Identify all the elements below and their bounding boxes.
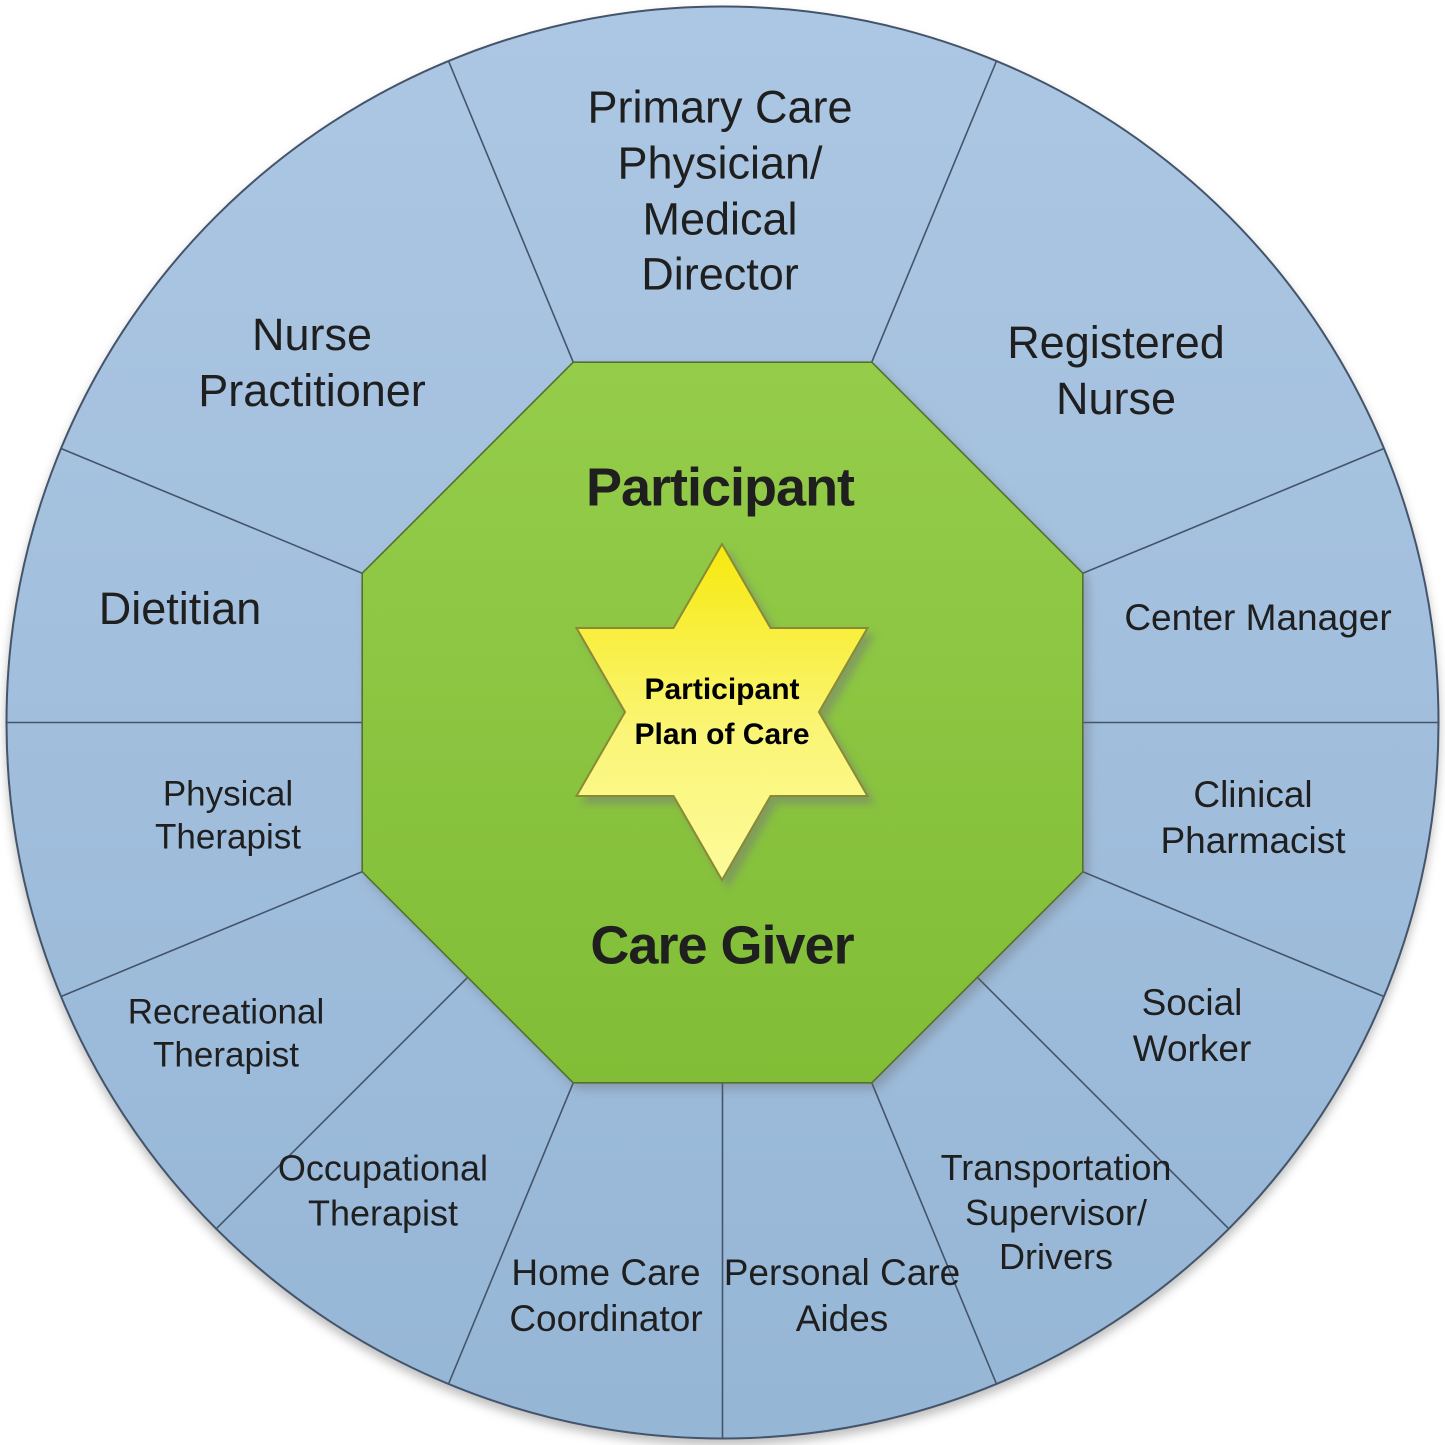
segment-label-line: Therapist xyxy=(307,1192,459,1233)
segment-label-line: Registered xyxy=(1007,317,1225,369)
segment-label-line: Drivers xyxy=(998,1236,1113,1278)
segment-label-line: Physical xyxy=(162,774,294,814)
segment-label-line: Supervisor/ xyxy=(964,1191,1148,1233)
segment-label-social-worker: Social Worker xyxy=(1133,980,1252,1072)
segment-label-physical-therapist: Physical Therapist xyxy=(155,773,301,860)
participant-label: Participant xyxy=(585,457,855,518)
segment-label-line: Practitioner xyxy=(198,365,426,416)
segment-label-line: Pharmacist xyxy=(1160,820,1346,861)
segment-label-line: Nurse xyxy=(1055,373,1177,424)
segment-label-line: Coordinator xyxy=(509,1298,703,1339)
segment-label-line: Transportation xyxy=(940,1147,1172,1189)
segment-label-recreational-therapist: Recreational Therapist xyxy=(128,991,325,1078)
star-label-line: Participant xyxy=(644,673,800,706)
segment-label-occupational-therapist: Occupational Therapist xyxy=(278,1146,488,1235)
segment-label-line: Clinical xyxy=(1193,774,1313,816)
segment-label-line: Aides xyxy=(795,1298,889,1339)
care-giver-label: Care Giver xyxy=(590,915,854,976)
segment-label-line: Social xyxy=(1141,982,1243,1024)
segment-label-primary-care-physician: Primary Care Physician/ Medical Director xyxy=(587,79,852,302)
segment-label-line: Medical xyxy=(642,193,798,244)
segment-label-line: Occupational xyxy=(277,1147,489,1189)
segment-label-clinical-pharmacist: Clinical Pharmacist xyxy=(1160,772,1345,864)
segment-label-line: Physician/ xyxy=(617,137,823,189)
segment-label-line: Primary Care xyxy=(587,81,853,133)
segment-label-line: Director xyxy=(641,248,799,300)
segment-label-line: Personal Care xyxy=(723,1252,961,1294)
segment-label-line: Dietitian xyxy=(98,583,262,635)
segment-label-line: Therapist xyxy=(155,818,301,857)
segment-label-home-care-coordinator: Home Care Coordinator xyxy=(509,1250,702,1342)
segment-label-line: Home Care xyxy=(511,1252,701,1294)
plan-of-care-star xyxy=(574,542,870,882)
segment-label-registered-nurse: Registered Nurse xyxy=(1007,315,1225,427)
segment-label-line: Center Manager xyxy=(1124,597,1392,639)
segment-label-dietitian: Dietitian xyxy=(99,581,262,637)
star-label-plan-of-care: Participant Plan of Care xyxy=(634,667,809,757)
segment-label-line: Recreational xyxy=(127,992,325,1032)
segment-label-line: Therapist xyxy=(153,1036,299,1075)
octagon-label-care-giver: Care Giver xyxy=(590,913,854,980)
star-label-line: Plan of Care xyxy=(634,718,810,751)
segment-label-center-manager: Center Manager xyxy=(1124,595,1391,641)
segment-label-personal-care-aides: Personal Care Aides xyxy=(724,1250,961,1342)
segment-label-nurse-practitioner: Nurse Practitioner xyxy=(198,307,426,419)
octagon-label-participant: Participant xyxy=(585,455,855,522)
segment-label-line: Nurse xyxy=(251,309,373,361)
segment-label-transportation-supervisor-drivers: Transportation Supervisor/ Drivers xyxy=(941,1146,1172,1280)
segment-label-line: Worker xyxy=(1132,1028,1252,1069)
